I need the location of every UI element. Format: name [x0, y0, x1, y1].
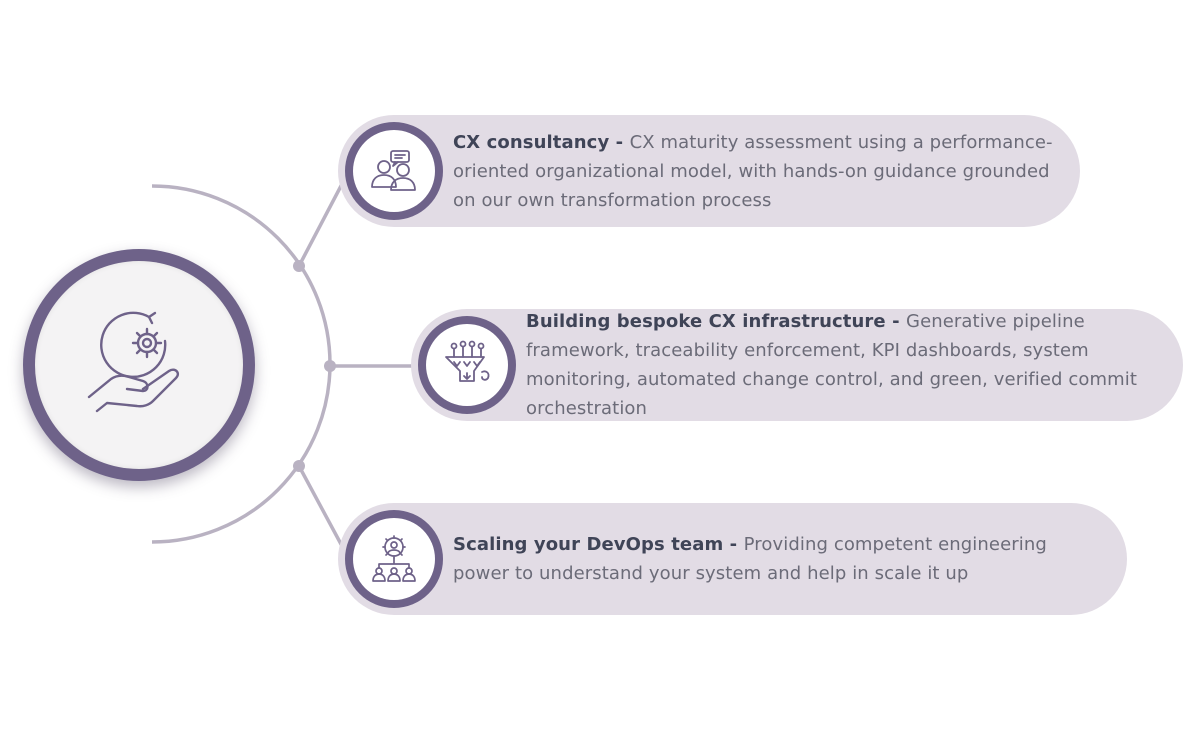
badge	[345, 510, 443, 608]
badge-inner	[353, 518, 435, 600]
service-item-cx-consultancy: CX consultancy - CX maturity assessment …	[338, 115, 1080, 227]
title-separator: -	[885, 311, 907, 332]
connector-line-1	[297, 183, 344, 267]
title-separator: -	[609, 131, 630, 153]
service-description: Providing competent engineering power to…	[453, 534, 1047, 584]
service-title: Building bespoke CX infrastructure	[526, 311, 886, 332]
service-item-cx-infrastructure: Building bespoke CX infrastructure - Gen…	[411, 309, 1183, 421]
service-title: Scaling your DevOps team	[453, 534, 724, 555]
connector-dot-1	[293, 260, 305, 272]
title-separator: -	[723, 534, 744, 555]
pipeline-funnel-icon	[445, 340, 490, 382]
connector-line-3	[297, 465, 344, 547]
badge	[345, 122, 443, 220]
badge	[418, 316, 516, 414]
hub-circle	[23, 249, 255, 481]
service-text: Building bespoke CX infrastructure - Gen…	[526, 309, 1159, 421]
hub-inner	[35, 261, 243, 469]
service-text: Scaling your DevOps team - Providing com…	[453, 503, 1103, 615]
badge-inner	[426, 324, 508, 406]
team-network-icon	[372, 535, 416, 582]
service-description: Generative pipeline framework, traceabil…	[526, 311, 1137, 419]
service-text: CX consultancy - CX maturity assessment …	[453, 115, 1056, 227]
service-description: CX maturity assessment using a performan…	[453, 131, 1053, 211]
service-title: CX consultancy	[453, 131, 610, 153]
service-item-devops-team: Scaling your DevOps team - Providing com…	[338, 503, 1127, 615]
connector-dot-2	[324, 360, 336, 372]
consulting-people-icon	[371, 150, 416, 191]
badge-inner	[353, 130, 435, 212]
connector-dot-3	[293, 460, 305, 472]
hand-gear-icon	[87, 311, 180, 413]
